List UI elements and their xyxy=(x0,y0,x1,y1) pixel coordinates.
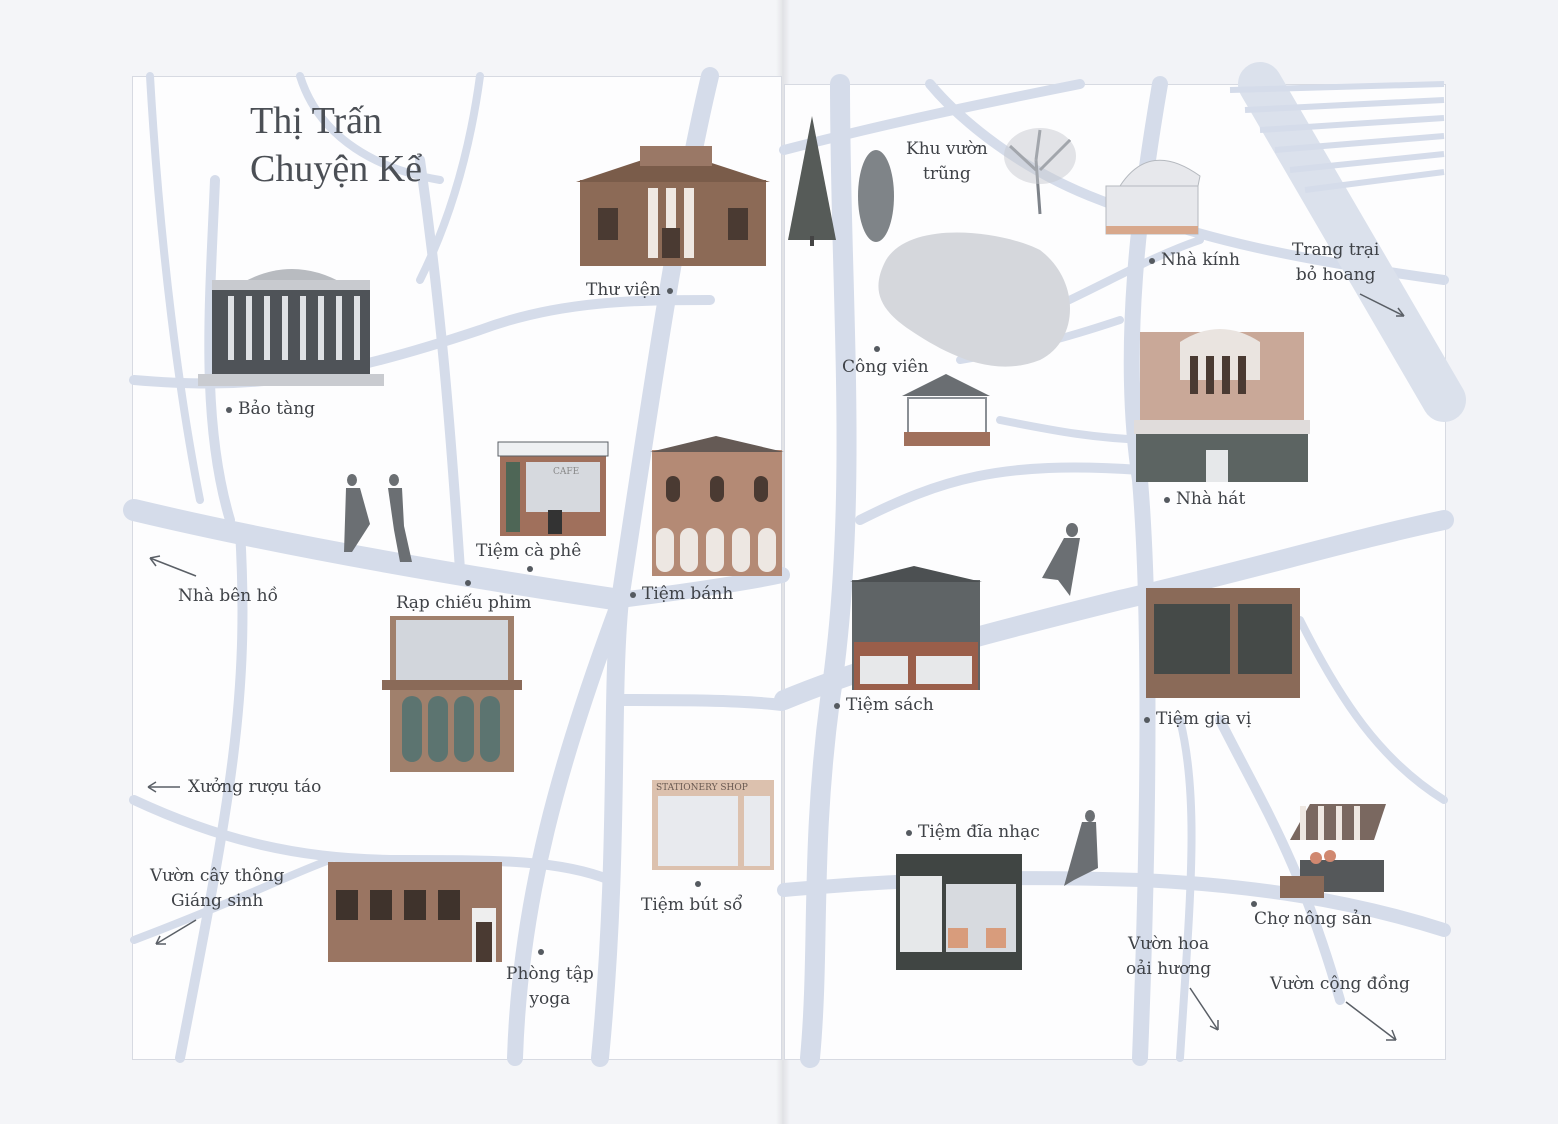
location-dot xyxy=(695,881,701,887)
map-title-line2: Chuyện Kể xyxy=(250,147,423,190)
stationery-sign: STATIONERY SHOP xyxy=(656,783,748,793)
walking-people xyxy=(344,474,1098,886)
label-tiem-dia-nhac[interactable]: Tiệm đĩa nhạc xyxy=(900,820,1040,845)
label-nha-kinh[interactable]: Nhà kính xyxy=(1143,248,1240,273)
record-shop-building xyxy=(896,854,1022,970)
park-pond xyxy=(878,232,1070,367)
arrow-xuong-ruou-tao xyxy=(147,781,180,793)
label-thu-vien[interactable]: Thư viện xyxy=(586,278,679,303)
location-dot xyxy=(666,287,673,294)
bakery-building xyxy=(650,436,784,576)
arrow-trang-trai xyxy=(1359,293,1405,317)
location-dot xyxy=(834,702,840,709)
yoga-building xyxy=(328,862,502,962)
pine-tree xyxy=(788,116,836,246)
label-vuon-cong-dong[interactable]: Vườn cộng đồng xyxy=(1270,974,1410,994)
map-title: Thị Trấn Chuyện Kể xyxy=(250,98,422,193)
market-stall xyxy=(1280,804,1386,898)
museum-building xyxy=(198,269,384,386)
tall-tree xyxy=(858,150,894,242)
label-xuong-ruou-tao[interactable]: Xưởng rượu táo xyxy=(188,777,322,797)
bookshop-building xyxy=(850,566,982,690)
location-dot xyxy=(538,949,544,955)
label-tiem-but-so[interactable]: Tiệm bút sổ xyxy=(641,895,743,915)
label-cho-nong-san[interactable]: Chợ nông sản xyxy=(1254,909,1372,929)
label-vuon-hoa-oai-huong[interactable]: Vườn hoa oải hương xyxy=(1126,934,1212,979)
location-dot xyxy=(1149,257,1155,264)
label-rap-chieu-phim[interactable]: Rạp chiếu phim xyxy=(396,593,532,613)
arrow-vuon-cay-thong xyxy=(155,919,197,945)
cafe-building xyxy=(497,441,609,536)
theatre-building xyxy=(1134,329,1310,482)
label-vuon-cay-thong[interactable]: Vườn cây thông Giáng sinh xyxy=(150,866,285,911)
location-dot xyxy=(906,829,912,836)
label-tiem-ca-phe[interactable]: Tiệm cà phê xyxy=(476,541,582,561)
label-trang-trai[interactable]: Trang trại bỏ hoang xyxy=(1292,240,1380,285)
location-dot xyxy=(874,346,880,352)
label-tiem-gia-vi[interactable]: Tiệm gia vị xyxy=(1138,707,1251,732)
cafe-sign: CAFE xyxy=(553,467,580,477)
location-dot xyxy=(630,591,636,598)
gazebo xyxy=(902,374,990,446)
label-tiem-sach[interactable]: Tiệm sách xyxy=(828,693,934,718)
label-nha-hat[interactable]: Nhà hát xyxy=(1158,487,1245,512)
location-dot xyxy=(1144,716,1150,723)
cinema-building xyxy=(382,616,522,772)
location-dot xyxy=(527,566,533,572)
label-cong-vien[interactable]: Công viên xyxy=(842,357,929,377)
library-building xyxy=(576,146,770,266)
stationery-building xyxy=(652,780,774,870)
location-dot xyxy=(465,580,471,586)
spice-shop-building xyxy=(1146,588,1300,698)
location-dot xyxy=(1251,901,1257,907)
label-tiem-banh[interactable]: Tiệm bánh xyxy=(624,582,733,607)
location-dot xyxy=(226,406,232,413)
arrow-vuon-hoa xyxy=(1189,987,1219,1031)
label-nha-ben-ho[interactable]: Nhà bên hồ xyxy=(178,586,279,606)
greenhouse-building xyxy=(1105,159,1201,235)
map-title-line1: Thị Trấn xyxy=(250,100,382,142)
arrow-vuon-cong-dong xyxy=(1345,1001,1397,1041)
arrow-nha-ben-ho xyxy=(149,555,197,577)
label-bao-tang[interactable]: Bảo tàng xyxy=(220,397,315,422)
location-dot xyxy=(1164,496,1170,503)
label-khu-vuon-trung[interactable]: Khu vườn trũng xyxy=(906,139,988,184)
label-phong-tap-yoga[interactable]: Phòng tập yoga xyxy=(506,964,594,1009)
